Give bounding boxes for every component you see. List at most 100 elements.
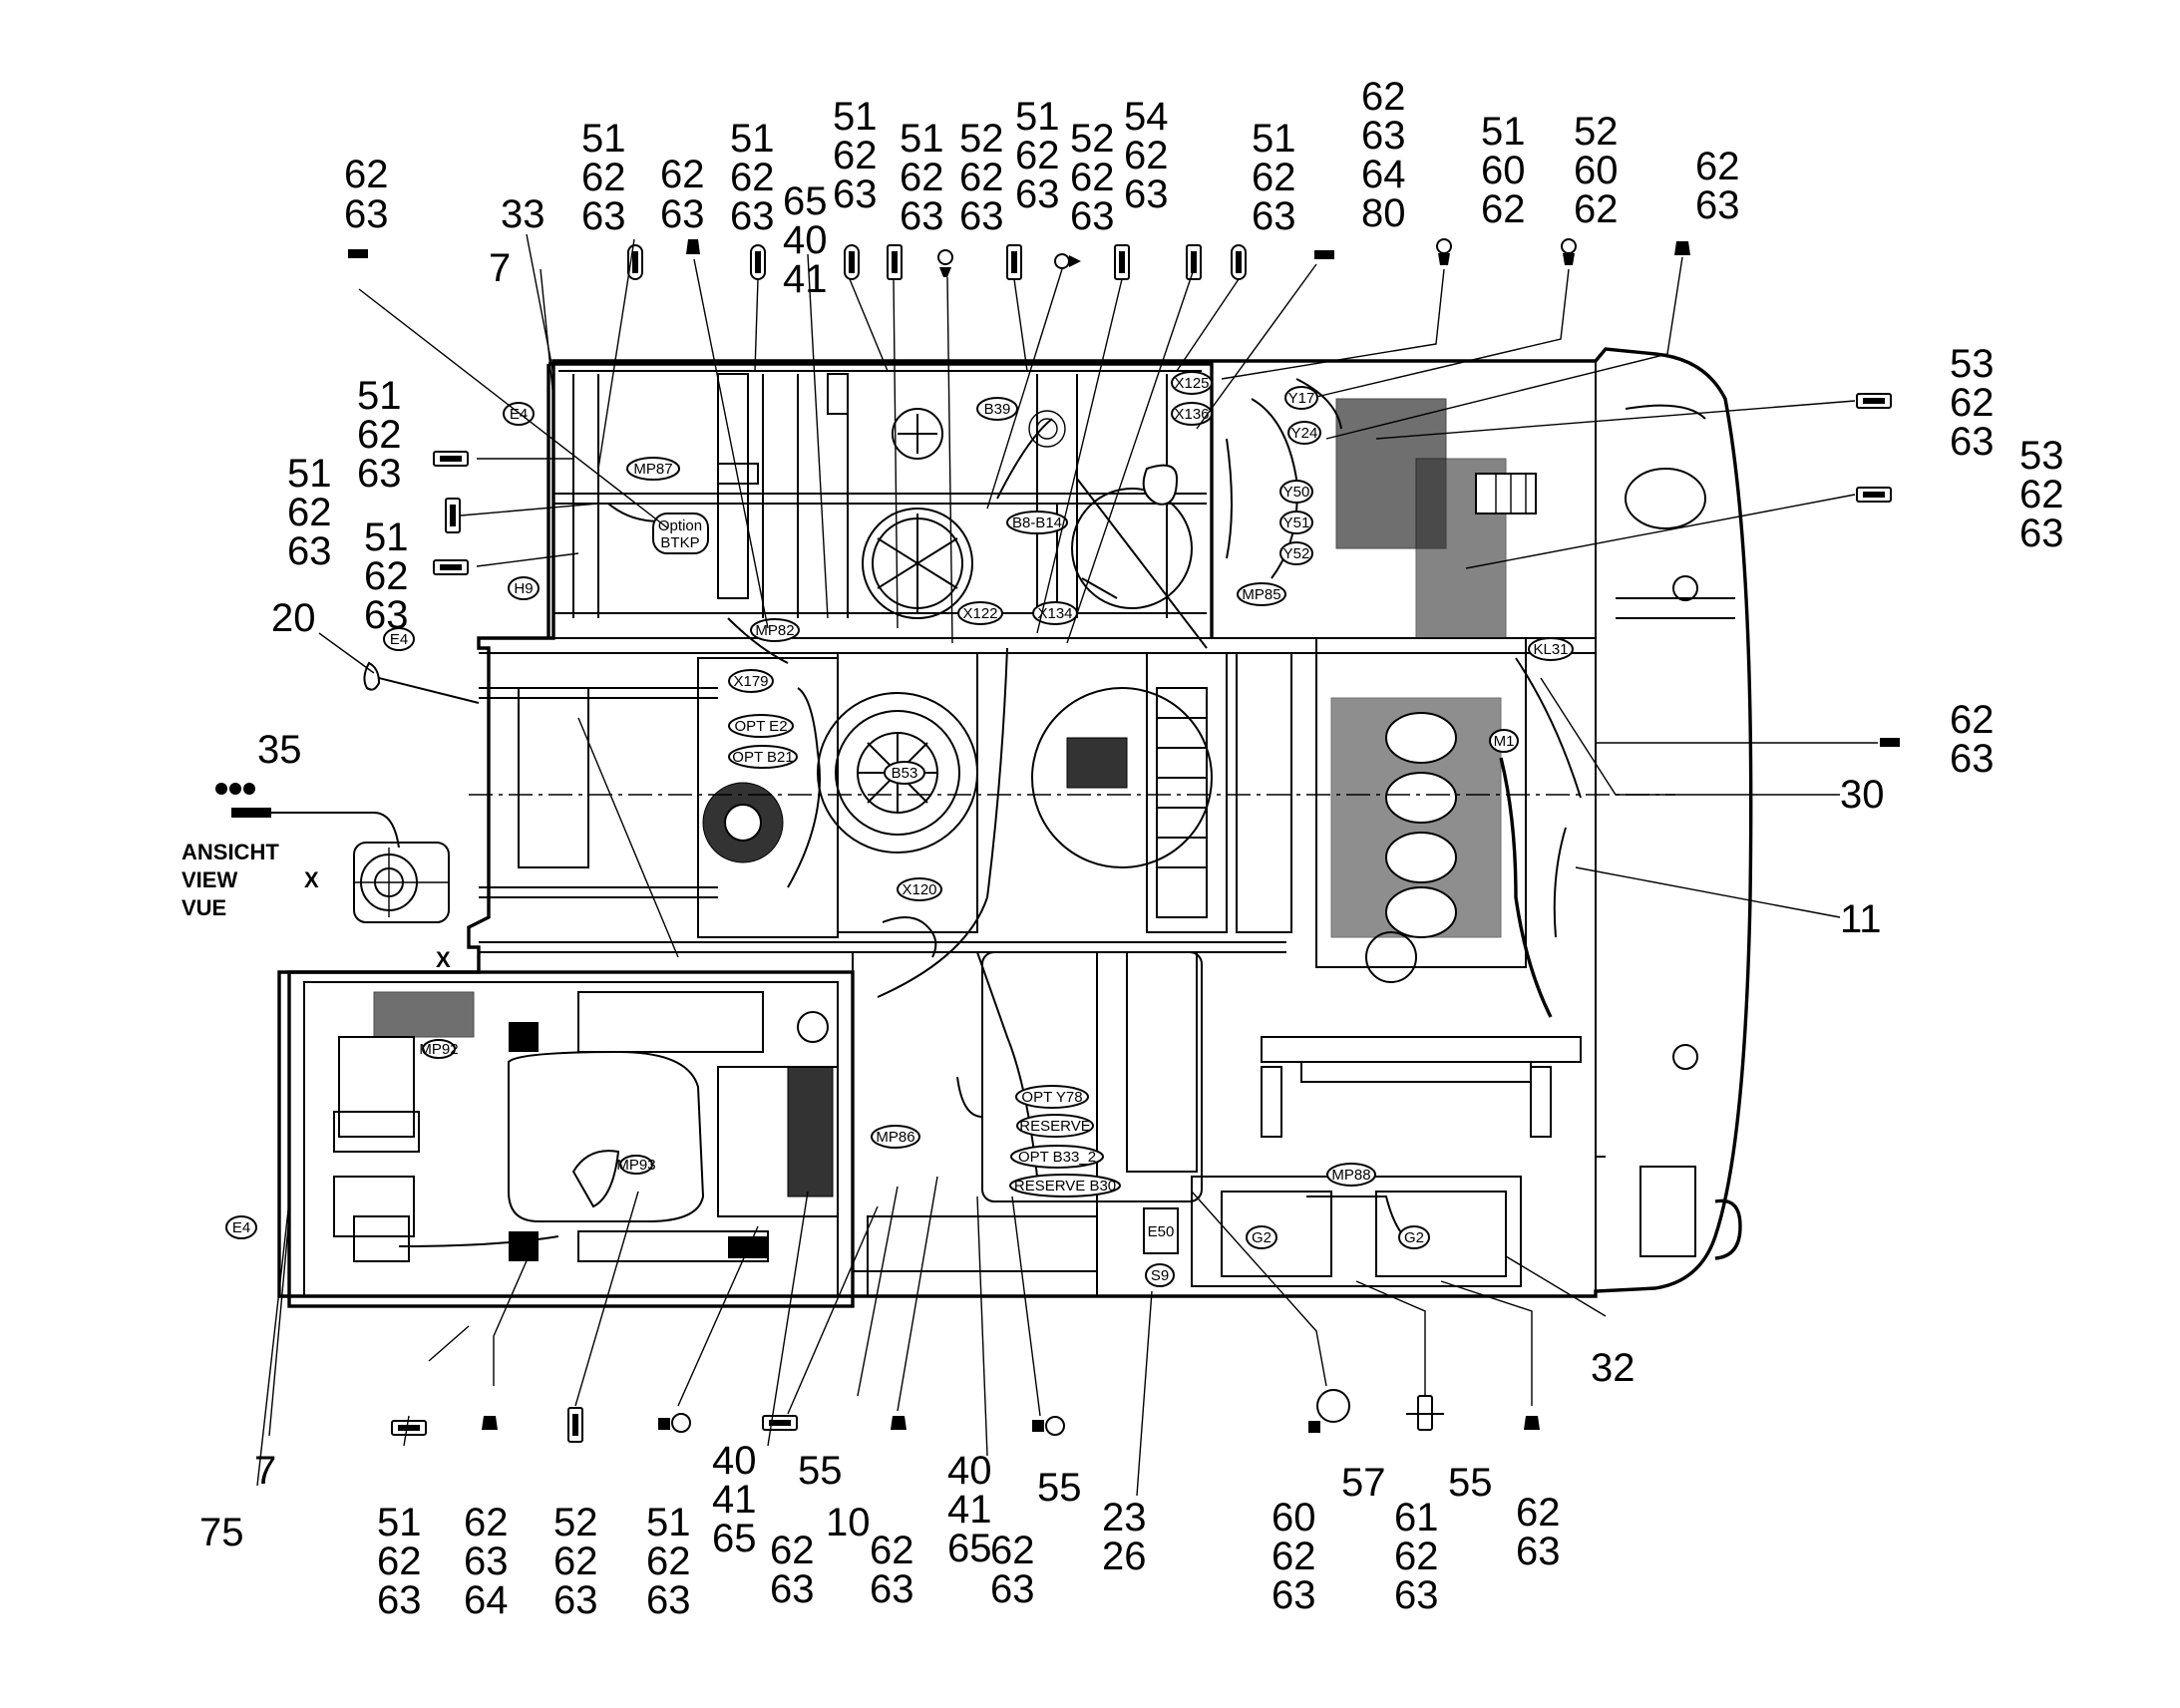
tag-mp85: MP85 <box>1237 582 1286 606</box>
leader-line <box>897 1176 938 1412</box>
connector-block-a <box>509 1022 539 1052</box>
keypad <box>373 991 475 1038</box>
fan-ring-b <box>862 508 973 619</box>
tag-b39: B39 <box>976 397 1018 421</box>
connector-icon <box>445 498 461 533</box>
tag-x134: X134 <box>1032 601 1078 625</box>
leader-line <box>577 717 679 958</box>
cylinder-3 <box>1385 832 1457 883</box>
tag-b8-b14: B8-B14 <box>1006 511 1068 534</box>
svg-text:H9: H9 <box>514 580 533 597</box>
frame-outline <box>277 347 1753 1298</box>
tag-mp93: MP93 <box>616 1155 656 1175</box>
leader-line <box>767 1191 809 1447</box>
leader-line <box>677 1225 759 1407</box>
callout: 7 <box>254 1449 276 1493</box>
tag-b53: B53 <box>884 761 925 785</box>
leader-line <box>476 552 579 567</box>
svg-text:Y51: Y51 <box>1283 514 1310 531</box>
ring-terminal-icon <box>1054 253 1081 269</box>
clip-icon <box>482 1416 498 1430</box>
leader-line <box>1066 268 1195 644</box>
leader-line <box>1375 400 1856 440</box>
exhaust-pipe <box>1499 757 1553 1018</box>
connector-icon <box>1856 393 1892 409</box>
control-panel <box>577 991 764 1053</box>
tag-e4-b: E4 <box>383 627 415 651</box>
harness-main-11 <box>976 951 1038 1178</box>
svg-text:MP93: MP93 <box>616 1157 655 1174</box>
harness-main-2 <box>877 647 1008 998</box>
ring-terminal-icon <box>1308 1389 1350 1433</box>
harness-main-1 <box>787 687 821 888</box>
leader-line <box>428 1325 470 1362</box>
radiator-frame <box>717 1066 839 1217</box>
connector-icon <box>762 1415 798 1431</box>
harness-main-5 <box>378 677 480 704</box>
connector-icon <box>433 559 469 575</box>
clip-icon <box>891 1416 907 1430</box>
leader-line <box>976 1196 988 1457</box>
svg-text:X125: X125 <box>1174 375 1209 392</box>
tag-s9: S9 <box>1145 1263 1175 1287</box>
rear-section <box>1595 361 1735 1296</box>
svg-text:Y17: Y17 <box>1288 390 1315 407</box>
clip-icon <box>1880 738 1900 747</box>
svg-text:S9: S9 <box>1151 1267 1169 1284</box>
view-mark-x-lower: X <box>436 947 451 972</box>
tank-cover <box>1071 488 1193 609</box>
tag-mp88: MP88 <box>1326 1163 1376 1187</box>
callout: 55 <box>1448 1461 1493 1505</box>
ring-terminal-icon <box>937 249 953 277</box>
view-label-en: VIEW <box>182 867 237 892</box>
engine-foot-left <box>1261 1066 1282 1138</box>
callout: 32 <box>1591 1346 1635 1390</box>
leader-line <box>1540 677 1840 796</box>
callout: 57 <box>1341 1461 1386 1505</box>
harness-main-3 <box>996 418 1053 500</box>
view-x-cross <box>354 848 449 917</box>
leader-line <box>807 253 829 619</box>
leader-lines <box>256 233 1878 1497</box>
tag-reserve-b30: RESERVE B30 <box>1009 1174 1121 1197</box>
leader-line <box>268 1215 290 1437</box>
tag-mp92: MP92 <box>419 1039 459 1059</box>
ring-terminal-icon <box>658 1413 691 1433</box>
upper-cab-structure <box>546 362 1214 638</box>
engine-filter-ribs <box>1495 474 1527 513</box>
view-label: ANSICHT VIEW VUE X X <box>182 840 451 972</box>
svg-text:M1: M1 <box>1494 733 1515 750</box>
leader-line <box>1575 866 1841 918</box>
connector-icon <box>391 1420 427 1436</box>
view-x-dot-b <box>229 783 241 795</box>
leader-line <box>1355 1280 1426 1396</box>
connector-icon <box>887 244 903 280</box>
view-x-dot-c <box>243 783 255 795</box>
tag-y24: Y24 <box>1287 421 1321 445</box>
cylinder-1 <box>1385 712 1457 764</box>
leader-line <box>493 1255 530 1386</box>
svg-text:RESERVE B30: RESERVE B30 <box>1014 1178 1116 1195</box>
svg-text:Y50: Y50 <box>1283 484 1310 501</box>
tag-y52: Y52 <box>1279 541 1313 565</box>
tag-kl31: KL31 <box>1528 637 1574 661</box>
tag-e50: E50 <box>1143 1207 1179 1254</box>
tag-opt-e2: OPT E2 <box>728 714 794 738</box>
lower-center-box <box>852 951 1098 1272</box>
tag-y17: Y17 <box>1284 386 1318 410</box>
leader-line <box>574 1191 639 1407</box>
seat <box>508 1050 705 1222</box>
lower-right-plate-b <box>1375 1191 1507 1277</box>
